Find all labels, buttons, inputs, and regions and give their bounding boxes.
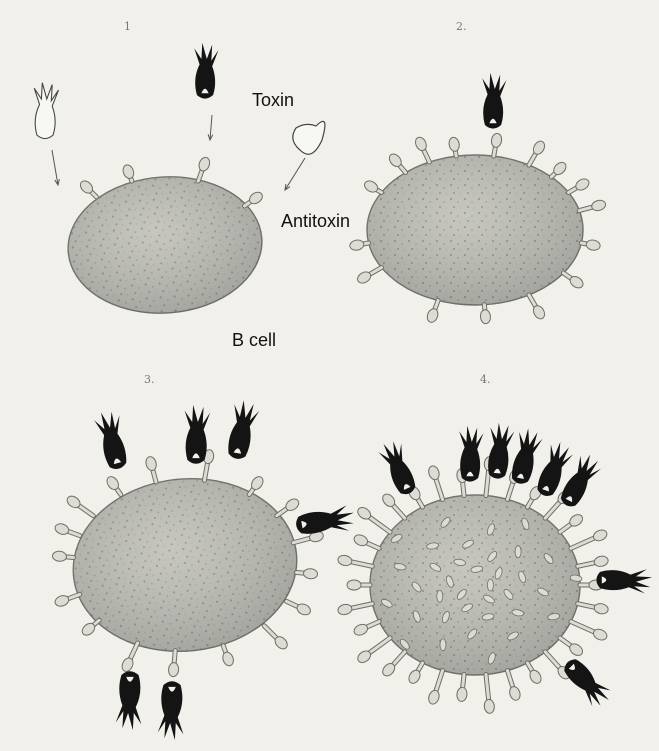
receptor-panel-4 [337,554,372,567]
panel-number-4: 4. [480,373,491,386]
toxin-molecule-panel-4 [596,569,652,593]
antitoxin-label: Antitoxin [281,211,350,232]
receptor-panel-3 [54,522,80,536]
receptor-panel-4 [578,555,609,568]
toxin-molecule-panel-4 [557,451,605,512]
toxin-label: Toxin [252,90,294,111]
receptor-panel-3 [65,494,93,516]
receptor-panel-2 [563,273,585,290]
receptor-panel-3 [52,551,73,562]
receptor-panel-4 [407,663,423,685]
toxin-molecule-panel-4 [459,426,483,482]
toxoid-molecule-outline [34,83,58,139]
receptor-panel-4 [352,622,379,638]
receptor-panel-3 [105,474,121,494]
receptor-panel-3 [249,474,265,494]
arrow-toxin-to-cell [208,115,213,140]
toxin-molecule-panel-3 [225,399,260,461]
receptor-panel-4 [456,675,467,702]
receptor-panel-4-inner [437,590,443,602]
receptor-panel-4 [427,465,443,500]
receptor-panel-3 [168,651,179,677]
receptor-panel-2 [349,239,369,251]
receptor-panel-4-inner [440,639,446,651]
receptor-panel-1 [78,179,96,197]
arrow-toxoid-to-cell [52,150,59,185]
receptor-panel-3 [120,643,138,673]
antitoxin-molecule-outline [293,121,325,154]
receptor-panel-3 [80,620,99,637]
toxin-molecule-panel-1 [194,43,218,99]
receptor-panel-2 [551,160,568,177]
receptor-panel-4 [337,603,372,616]
receptor-panel-4-inner [515,546,521,558]
toxin-molecule-panel-4 [558,655,615,712]
receptor-panel-2 [448,137,460,157]
receptor-panel-4 [578,602,609,615]
panel-number-3: 3. [144,373,155,386]
receptor-panel-4 [484,675,495,714]
receptor-panel-3 [221,646,235,667]
toxin-molecule-panel-3 [294,504,356,539]
toxin-molecule-panel-3 [158,681,184,740]
receptor-panel-2 [387,152,406,173]
receptor-panel-4 [380,652,404,678]
receptor-panel-4 [571,528,609,548]
receptor-panel-4 [352,533,379,549]
receptor-panel-2 [480,305,491,324]
toxin-molecule-panel-2 [482,73,506,129]
b-cell-label: B cell [232,330,276,351]
receptor-panel-4 [528,663,544,685]
receptor-panel-2 [529,139,547,165]
receptor-panel-2 [425,300,439,323]
receptor-panel-2 [569,177,591,193]
receptor-panel-4 [507,671,521,702]
receptor-panel-2 [581,239,601,251]
receptor-panel-3 [144,456,157,482]
receptor-panel-4 [427,671,443,706]
b-cell-panel-4 [370,495,580,675]
receptor-panel-3 [287,601,313,617]
receptor-panel-4 [347,580,370,590]
toxin-molecule-panel-4 [509,427,544,487]
toxin-molecule-panel-4 [486,422,515,480]
receptor-panel-2 [529,295,547,321]
receptor-panel-3 [54,594,80,608]
panel-number-2: 2. [456,20,467,33]
receptor-panel-4 [571,622,609,642]
receptor-panel-2 [363,179,382,195]
receptor-panel-2 [579,199,606,212]
receptor-panel-2 [356,268,382,286]
receptor-panel-2 [413,135,429,162]
receptor-panel-3 [277,497,301,516]
toxin-molecule-panel-3 [116,671,142,730]
receptor-panel-4 [356,505,390,532]
receptor-panel-1 [197,156,211,181]
receptor-panel-4 [560,638,585,658]
receptor-panel-1 [121,163,135,181]
receptor-panel-4-inner [487,579,493,591]
receptor-panel-4 [356,638,390,665]
toxin-molecule-panel-3 [93,408,133,472]
receptor-panel-3 [297,568,318,579]
receptor-panel-3 [264,626,289,651]
panel-number-1: 1 [124,20,131,33]
receptor-panel-2 [490,133,502,157]
receptor-panel-4 [560,512,585,532]
receptor-panel-4 [380,492,404,518]
arrow-antitoxin-to-cell [285,158,305,190]
receptor-panel-1 [244,190,264,206]
